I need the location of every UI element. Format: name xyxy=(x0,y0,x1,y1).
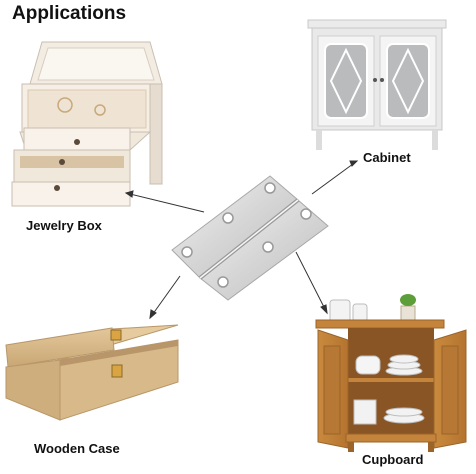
cabinet-image xyxy=(307,19,447,150)
hinge-image xyxy=(171,175,329,301)
pointer-lines xyxy=(124,160,359,320)
label-cabinet: Cabinet xyxy=(363,150,411,165)
page-title: Applications xyxy=(12,3,127,24)
label-wooden-case: Wooden Case xyxy=(34,441,120,456)
cupboard-image xyxy=(315,294,467,452)
label-cupboard: Cupboard xyxy=(362,452,424,467)
jewelry-box-image xyxy=(11,41,163,207)
wooden-case-image xyxy=(5,324,179,421)
label-jewelry-box: Jewelry Box xyxy=(26,218,102,233)
